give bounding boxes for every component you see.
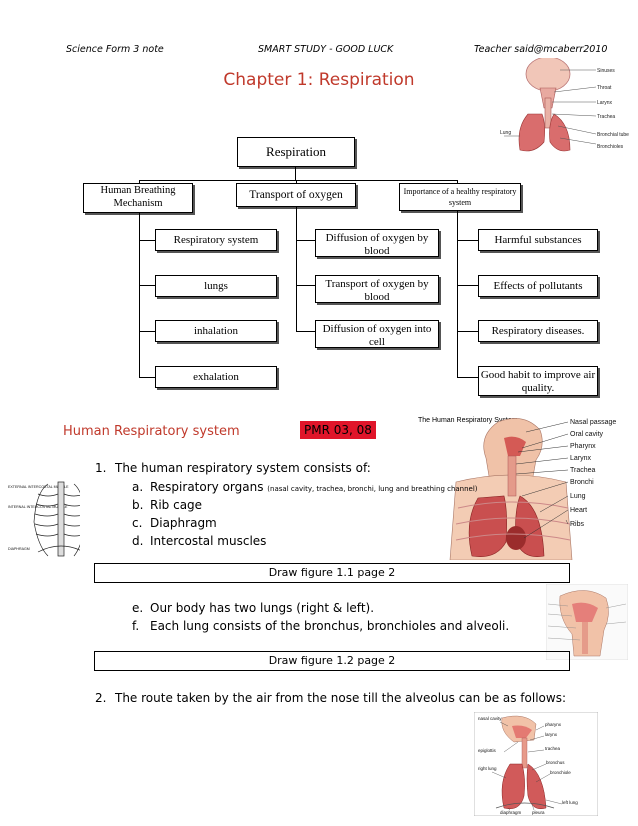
list-label-c: c. bbox=[132, 516, 143, 530]
header-right: Teacher said@mcaberr2010 bbox=[474, 44, 608, 55]
fig-main-label: Trachea bbox=[570, 467, 596, 474]
draw-figure-1-1: Draw figure 1.1 page 2 bbox=[94, 563, 570, 583]
list-item-a-text: Respiratory organs bbox=[150, 480, 264, 494]
fig-bottom-label: pleura bbox=[532, 810, 545, 815]
fig-main-label: Bronchi bbox=[570, 479, 594, 486]
list-item-f: Each lung consists of the bronchus, bron… bbox=[150, 619, 510, 633]
rib-cage-figure: EXTERNAL INTERCOSTAL MUSCLE INTERNAL INTE… bbox=[8, 481, 80, 557]
fig-top-label: Larynx bbox=[597, 100, 613, 106]
mindmap-node-harmful: Harmful substances bbox=[478, 229, 598, 251]
header-center: SMART STUDY - GOOD LUCK bbox=[258, 44, 394, 55]
list-label-e: e. bbox=[132, 601, 144, 615]
fig-top-label: Bronchioles bbox=[597, 144, 624, 150]
mindmap-node-inhalation: inhalation bbox=[155, 320, 277, 342]
list-item-d: Intercostal muscles bbox=[150, 534, 267, 548]
fig-main-label: Larynx bbox=[570, 455, 592, 462]
fig-rib-label: DIAPHRAGM bbox=[8, 547, 30, 551]
pmr-badge: PMR 03, 08 bbox=[300, 421, 376, 439]
list-label-a: a. bbox=[132, 480, 144, 494]
list-item-a: Respiratory organs (nasal cavity, trache… bbox=[150, 480, 478, 494]
fig-bottom-label: larynx bbox=[545, 732, 558, 737]
fig-main-label: Nasal passage bbox=[570, 419, 616, 426]
fig-top-label: Throat bbox=[597, 85, 612, 91]
branch-breathing: Human Breathing Mechanism bbox=[83, 183, 193, 213]
list-item-a-note: (nasal cavity, trachea, bronchi, lung an… bbox=[267, 485, 478, 493]
branch-importance: Importance of a healthy respiratory syst… bbox=[399, 183, 521, 211]
mindmap-node-pollutants: Effects of pollutants bbox=[478, 275, 598, 297]
mindmap-node-diseases: Respiratory diseases. bbox=[478, 320, 598, 342]
fig-main-label: Ribs bbox=[570, 521, 585, 528]
air-route-figure: nasal cavity pharynx larynx trachea epiglott… bbox=[474, 712, 598, 816]
fig-bottom-label: bronchiole bbox=[550, 770, 571, 775]
head-section-figure bbox=[546, 584, 628, 660]
fig-main-label: Lung bbox=[570, 493, 586, 500]
list-label-d: d. bbox=[132, 534, 144, 548]
list-label-b: b. bbox=[132, 498, 144, 512]
mindmap-root: Respiration bbox=[237, 137, 355, 167]
section-title: Human Respiratory system bbox=[63, 424, 240, 439]
fig-main-label: Oral cavity bbox=[570, 431, 604, 438]
mindmap-node-respiratory-system: Respiratory system bbox=[155, 229, 277, 251]
list-item-b: Rib cage bbox=[150, 498, 203, 512]
fig-rib-label: INTERNAL INTERCOSTAL MUSCLE bbox=[8, 505, 68, 509]
fig-top-label: Trachea bbox=[597, 114, 615, 120]
list-item-c: Diaphragm bbox=[150, 516, 217, 530]
fig-bottom-label: nasal cavity bbox=[478, 716, 502, 721]
fig-bottom-label: epiglottis bbox=[478, 748, 497, 753]
mindmap-node-exhalation: exhalation bbox=[155, 366, 277, 388]
fig-top-label: Bronchial tube bbox=[597, 132, 629, 138]
fig-main-title: The Human Respiratory System bbox=[418, 417, 518, 424]
mindmap-node-transport-blood: Transport of oxygen by blood bbox=[315, 275, 439, 303]
fig-main-label: Pharynx bbox=[570, 443, 596, 450]
header-left: Science Form 3 note bbox=[66, 44, 164, 55]
item2-number: 2. bbox=[95, 691, 107, 705]
fig-bottom-label: trachea bbox=[545, 746, 561, 751]
item2-text: The route taken by the air from the nose… bbox=[115, 691, 566, 705]
fig-bottom-label: pharynx bbox=[545, 722, 562, 727]
fig-bottom-label: right lung bbox=[478, 766, 497, 771]
fig-top-label: Lung bbox=[500, 130, 511, 136]
fig-rib-label: EXTERNAL INTERCOSTAL MUSCLE bbox=[8, 485, 69, 489]
chapter-title: Chapter 1: Respiration bbox=[223, 70, 415, 90]
list1-number: 1. bbox=[95, 461, 107, 475]
fig-bottom-label: left lung bbox=[562, 800, 578, 805]
list1-intro: The human respiratory system consists of… bbox=[115, 461, 371, 475]
list-label-f: f. bbox=[132, 619, 140, 633]
list-item-e: Our body has two lungs (right & left). bbox=[150, 601, 375, 615]
mindmap-node-lungs: lungs bbox=[155, 275, 277, 297]
fig-main-label: Heart bbox=[570, 507, 587, 514]
mindmap-node-diffusion-blood: Diffusion of oxygen by blood bbox=[315, 229, 439, 257]
draw-figure-1-2: Draw figure 1.2 page 2 bbox=[94, 651, 570, 671]
fig-top-label: Sinuses bbox=[597, 68, 615, 74]
human-respiratory-figure: The Human Respiratory System Nasal passa… bbox=[418, 417, 616, 560]
branch-transport: Transport of oxygen bbox=[236, 183, 356, 207]
fig-bottom-label: bronchus bbox=[546, 760, 565, 765]
fig-bottom-label: diaphragm bbox=[500, 810, 522, 815]
mindmap-node-good-habit: Good habit to improve air quality. bbox=[478, 366, 598, 396]
mindmap-node-diffusion-cell: Diffusion of oxygen into cell bbox=[315, 320, 439, 348]
